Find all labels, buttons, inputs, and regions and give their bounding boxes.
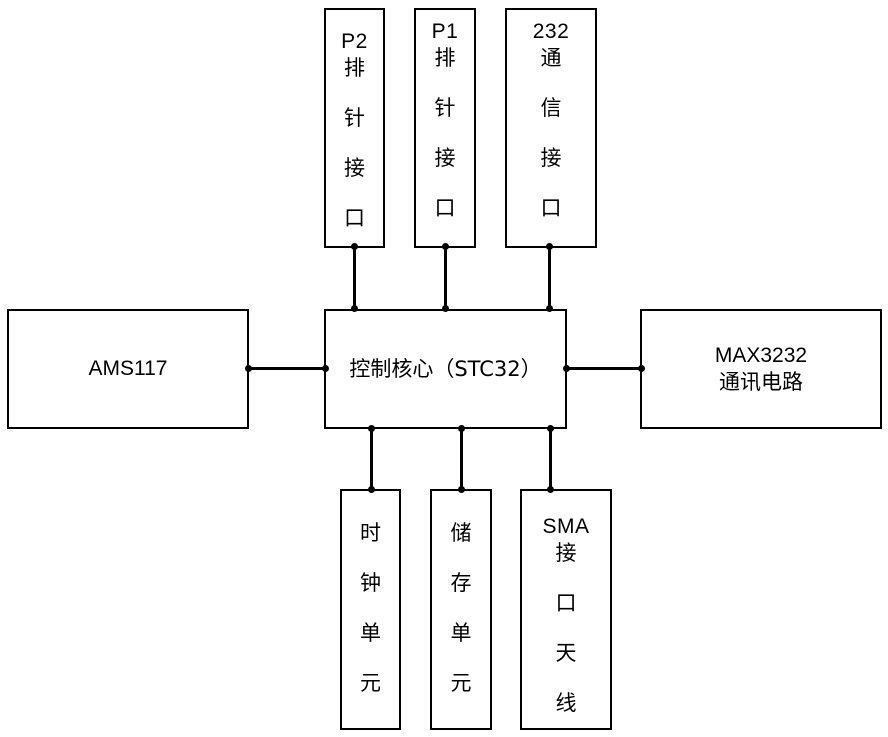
ams117-label: AMS117 — [89, 356, 168, 382]
storage-char-2: 存 — [451, 571, 472, 595]
control-core-block: 控制核心（STC32） — [324, 309, 567, 429]
rs232-interface-block: 232 通 信 接 口 — [505, 8, 597, 248]
junction-dot — [458, 486, 465, 493]
connector-p1-core — [444, 246, 447, 310]
p1-header-label: P1 — [432, 20, 459, 44]
junction-dot — [547, 425, 554, 432]
sma-char-4: 线 — [556, 691, 577, 715]
rs232-char-2: 信 — [541, 96, 562, 120]
ams117-block: AMS117 — [7, 309, 249, 429]
connector-core-storage — [460, 428, 463, 491]
clock-char-4: 元 — [360, 671, 381, 695]
junction-dot — [546, 243, 553, 250]
rs232-char-3: 接 — [541, 146, 562, 170]
junction-dot — [547, 486, 554, 493]
sma-char-1: 接 — [556, 541, 577, 565]
p2-char-3: 接 — [344, 156, 365, 180]
sma-antenna-block: SMA 接 口 天 线 — [520, 489, 612, 730]
junction-dot — [322, 365, 329, 372]
storage-unit-block: 储 存 单 元 — [430, 489, 492, 730]
connector-core-sma — [549, 428, 552, 491]
connector-232-core — [548, 246, 551, 310]
rs232-header-label: 232 — [533, 20, 570, 44]
junction-dot — [351, 305, 358, 312]
p2-header-label: P2 — [341, 30, 368, 54]
junction-dot — [368, 425, 375, 432]
junction-dot — [442, 243, 449, 250]
p2-header-block: P2 排 针 接 口 — [324, 8, 385, 248]
connector-core-clock — [370, 428, 373, 491]
max3232-block: MAX3232 通讯电路 — [640, 309, 882, 429]
p2-char-2: 针 — [344, 106, 365, 130]
connector-p2-core — [353, 246, 356, 310]
sma-char-2: 口 — [556, 591, 577, 615]
storage-char-4: 元 — [451, 671, 472, 695]
p1-char-3: 接 — [435, 146, 456, 170]
clock-char-1: 时 — [360, 521, 381, 545]
junction-dot — [458, 425, 465, 432]
p1-char-4: 口 — [435, 196, 456, 220]
clock-char-3: 单 — [360, 621, 381, 645]
p2-char-1: 排 — [344, 56, 365, 80]
junction-dot — [368, 486, 375, 493]
storage-char-3: 单 — [451, 621, 472, 645]
sma-header-label: SMA — [542, 515, 589, 539]
rs232-char-4: 口 — [541, 196, 562, 220]
clock-char-2: 钟 — [360, 571, 381, 595]
clock-unit-block: 时 钟 单 元 — [340, 489, 401, 730]
max3232-label: MAX3232 — [715, 343, 807, 369]
junction-dot — [442, 305, 449, 312]
p2-char-4: 口 — [344, 206, 365, 230]
storage-char-1: 储 — [451, 521, 472, 545]
connector-ams-core — [248, 367, 326, 370]
p1-char-2: 针 — [435, 96, 456, 120]
p1-char-1: 排 — [435, 46, 456, 70]
rs232-char-1: 通 — [541, 46, 562, 70]
junction-dot — [351, 243, 358, 250]
junction-dot — [563, 365, 570, 372]
control-core-label: 控制核心（STC32） — [349, 356, 541, 382]
comm-circuit-label: 通讯电路 — [719, 369, 803, 395]
connector-core-max — [565, 367, 642, 370]
p1-header-block: P1 排 针 接 口 — [414, 8, 476, 248]
junction-dot — [638, 365, 645, 372]
sma-char-3: 天 — [556, 641, 577, 665]
junction-dot — [546, 305, 553, 312]
junction-dot — [245, 365, 252, 372]
